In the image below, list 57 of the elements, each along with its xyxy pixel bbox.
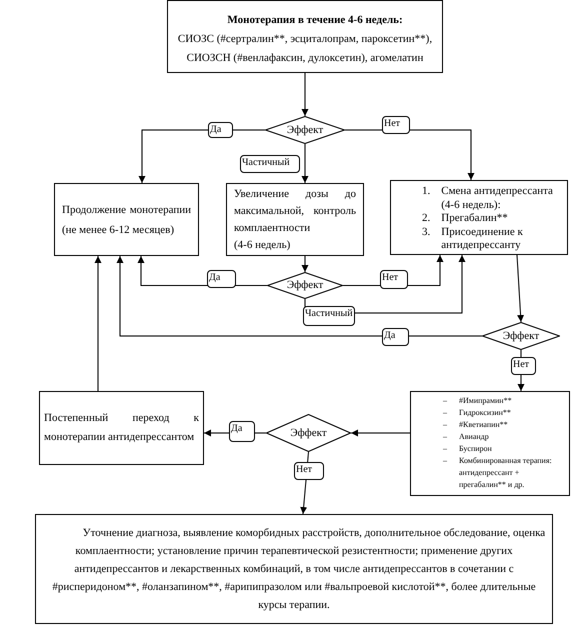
- decision-diamond: [266, 414, 351, 452]
- edge-label: Нет: [511, 357, 536, 375]
- list-number: 1.: [422, 185, 430, 199]
- edge-label: Частичный: [303, 306, 355, 326]
- list-bullet: –: [443, 443, 447, 455]
- process-box: [54, 183, 199, 256]
- edge-label: Нет: [382, 116, 410, 134]
- box-text: (4-6 недель): [234, 238, 292, 253]
- list-bullet: –: [443, 419, 447, 431]
- edge-label: Да: [208, 122, 233, 138]
- arrow: [302, 72, 308, 116]
- list-item: Авиандр: [459, 431, 490, 443]
- list-number: 3.: [422, 226, 430, 240]
- edge-label: Да: [229, 421, 255, 442]
- edge-label: Нет: [380, 270, 408, 289]
- decision-diamond: [265, 116, 345, 144]
- list-number: 2.: [422, 212, 430, 226]
- arrow: [302, 256, 308, 272]
- decision-label: Эффект: [290, 426, 327, 440]
- arrow: [302, 144, 308, 184]
- edge-label: Частичный: [240, 155, 300, 173]
- box-text: Постепенный переход к монотерапии антидепрессантом: [44, 411, 199, 445]
- process-box: [39, 391, 204, 465]
- list-item: Гидроксизин**: [459, 407, 512, 419]
- process-box: [226, 183, 364, 256]
- box-text: Продолжение монотерапии (не менее 6-12 месяцев): [62, 202, 191, 238]
- process-box: [167, 0, 443, 73]
- list-box: [410, 391, 570, 496]
- decision-diamond: [482, 322, 560, 350]
- list-item: Буспирон: [459, 443, 493, 455]
- decision-label: Эффект: [286, 279, 324, 292]
- box-text: Увеличение дозы до максимальной, контроль комплаентности: [234, 187, 356, 236]
- box-text: СИОЗС (#сертралин**, эсциталопрам, пароксетин**), СИОЗСН (#венлафаксин, дулоксетин), агомелатин: [176, 32, 434, 66]
- edge-label: Да: [382, 328, 409, 346]
- arrow: [94, 256, 102, 392]
- list-item: Комбинированная терапия: антидепрессант + прегабалин** и др.: [459, 455, 553, 491]
- edge-label: Да: [207, 270, 236, 288]
- list-bullet: –: [443, 431, 447, 443]
- box-text: Уточнение диагноза, выявление коморбидных расстройств, дополнительное обследование, оценка комплаентности; установление причин терапевтической резистентности; применение других антидепрессантов и лекарственных комбинаций, в том числе антидепрессантов в сочетании с #рисперидоном**, #оланзапином**, #арипипразолом или #вальпроевой кислотой**, более длительные курсы терапии.: [51, 526, 546, 613]
- process-box: [35, 514, 553, 624]
- arrow: [516, 254, 524, 322]
- arrow: [116, 256, 482, 336]
- list-item: #Кветиапин**: [459, 419, 509, 431]
- list-box: [390, 180, 568, 255]
- decision-label: Эффект: [502, 330, 540, 342]
- list-bullet: –: [443, 455, 447, 467]
- list-bullet: –: [443, 407, 447, 419]
- decision-diamond: [267, 272, 343, 299]
- edge-label: Нет: [294, 462, 324, 480]
- list-item: Прегабалин**: [441, 212, 509, 226]
- list-item: Смена антидепрессанта (4-6 недель):: [441, 185, 554, 212]
- list-item: Присоединение к антидепрессанту: [441, 226, 524, 252]
- box-heading: Монотерапия в течение 4-6 недель:: [226, 13, 403, 28]
- list-bullet: –: [443, 395, 447, 407]
- list-item: #Имипрамин**: [459, 395, 513, 407]
- arrow: [350, 430, 410, 436]
- decision-label: Эффект: [286, 124, 324, 136]
